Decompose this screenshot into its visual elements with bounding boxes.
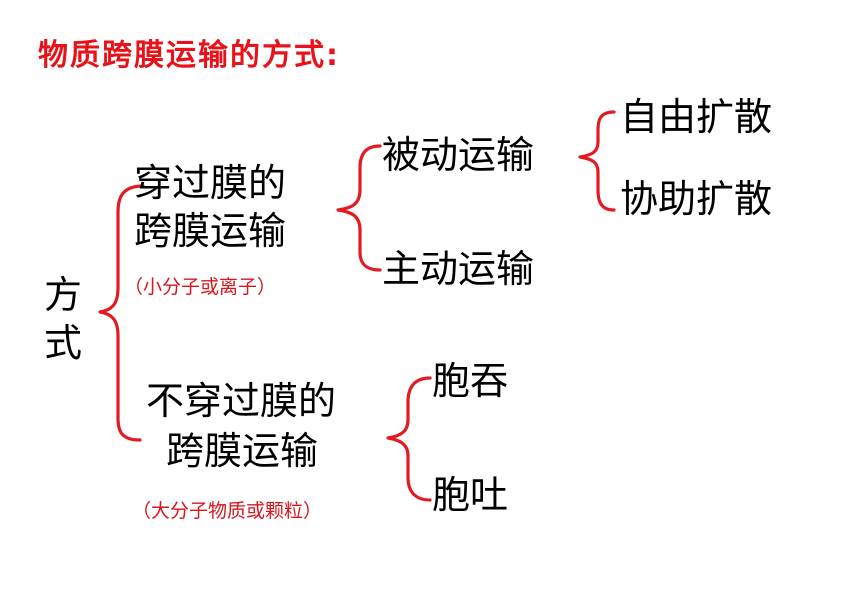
cross-membrane-note: （小分子或离子） [124, 276, 277, 298]
facilitated-diffusion-label: 协助扩散 [620, 177, 773, 221]
passive-transport-label: 被动运输 [382, 133, 535, 177]
root-label-line2: 式 [44, 321, 83, 365]
noncross-membrane-line2: 跨膜运输 [166, 429, 319, 473]
noncross-membrane-note: （大分子物质或颗粒） [132, 500, 323, 522]
page-title: 物质跨膜运输的方式: [38, 38, 340, 73]
brace-noncross [386, 376, 432, 502]
cross-membrane-line2: 跨膜运输 [134, 209, 287, 253]
endocytosis-label: 胞吞 [432, 359, 509, 403]
brace-passive [578, 110, 616, 212]
cross-membrane-line1: 穿过膜的 [134, 161, 287, 205]
active-transport-label: 主动运输 [382, 247, 535, 291]
noncross-membrane-line1: 不穿过膜的 [146, 379, 337, 423]
root-label-line1: 方 [44, 273, 83, 317]
free-diffusion-label: 自由扩散 [620, 95, 773, 139]
exocytosis-label: 胞吐 [432, 473, 509, 517]
brace-cross [336, 144, 382, 272]
brace-root [98, 184, 145, 442]
